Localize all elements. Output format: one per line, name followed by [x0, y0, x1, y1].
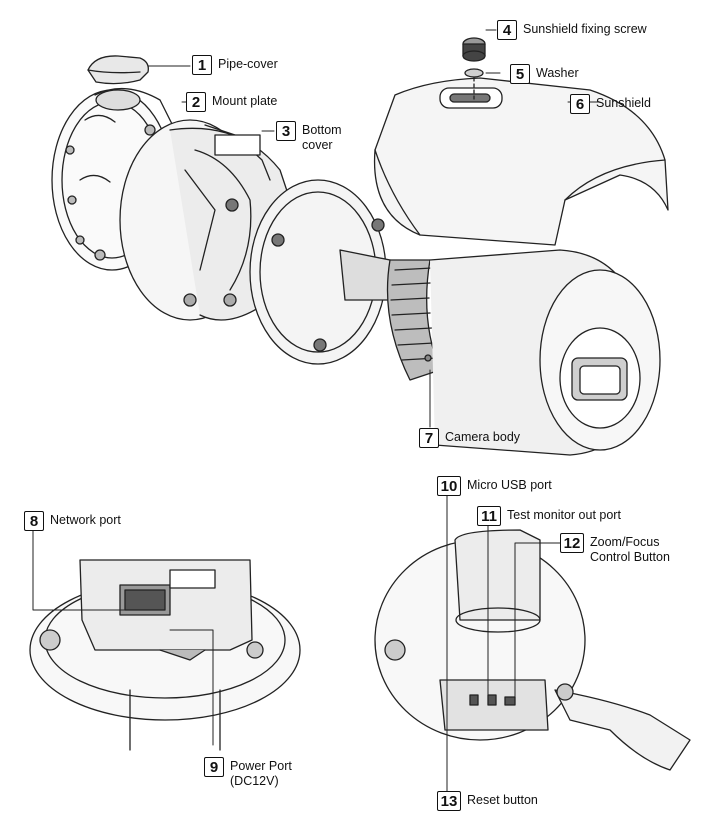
callout-number: 13 [437, 791, 461, 811]
callout-label: Sunshield [596, 96, 651, 110]
pipe-cover-drawing [87, 55, 191, 85]
callout-label: Zoom/Focus [590, 535, 660, 549]
callout-zoom-focus-button: 12 Zoom/Focus Control Button [560, 533, 670, 565]
callout-number: 6 [570, 94, 590, 114]
callout-power-port: 9 Power Port (DC12V) [204, 757, 292, 789]
bottom-cover-drawing [119, 119, 291, 321]
callout-label: Washer [536, 66, 579, 80]
callout-number: 3 [276, 121, 296, 141]
callout-number: 8 [24, 511, 44, 531]
callout-number: 11 [477, 506, 501, 526]
bottom-left-base-drawing [29, 529, 301, 751]
callout-sunshield-fixing-screw: 4 Sunshield fixing screw [497, 20, 647, 40]
callout-test-monitor-out-port: 11 Test monitor out port [477, 506, 621, 526]
callout-label: Power Port [230, 759, 292, 773]
callout-pipe-cover: 1 Pipe-cover [192, 55, 278, 75]
camera-body-drawing [249, 179, 661, 456]
callout-label: Micro USB port [467, 478, 552, 492]
callout-number: 12 [560, 533, 584, 553]
callout-number: 7 [419, 428, 439, 448]
callout-label: Bottom [302, 123, 342, 137]
callout-number: 2 [186, 92, 206, 112]
callout-network-port: 8 Network port [24, 511, 121, 531]
callout-bottom-cover: 3 Bottom cover [276, 121, 342, 153]
bottom-right-base-drawing [374, 494, 691, 796]
callout-reset-button: 13 Reset button [437, 791, 538, 811]
callout-number: 1 [192, 55, 212, 75]
callout-label-line2: (DC12V) [230, 774, 279, 788]
callout-washer: 5 Washer [510, 64, 579, 84]
callout-label: Test monitor out port [507, 508, 621, 522]
callout-label: Reset button [467, 793, 538, 807]
callout-micro-usb-port: 10 Micro USB port [437, 476, 552, 496]
callout-mount-plate: 2 Mount plate [186, 92, 277, 112]
callout-camera-body: 7 Camera body [419, 428, 520, 448]
callout-label: Pipe-cover [218, 57, 278, 71]
callout-number: 10 [437, 476, 461, 496]
callout-label: Camera body [445, 430, 521, 444]
callout-sunshield: 6 Sunshield [570, 94, 651, 114]
callout-label-line2: cover [302, 138, 333, 152]
callout-label: Network port [50, 513, 121, 527]
callout-label-line2: Control Button [590, 550, 670, 564]
callout-number: 9 [204, 757, 224, 777]
callout-label: Sunshield fixing screw [523, 22, 647, 36]
callout-label: Mount plate [212, 94, 278, 108]
sunshield-drawing [373, 77, 669, 246]
callout-number: 5 [510, 64, 530, 84]
callout-number: 4 [497, 20, 517, 40]
screw-washer-drawing [462, 29, 501, 101]
